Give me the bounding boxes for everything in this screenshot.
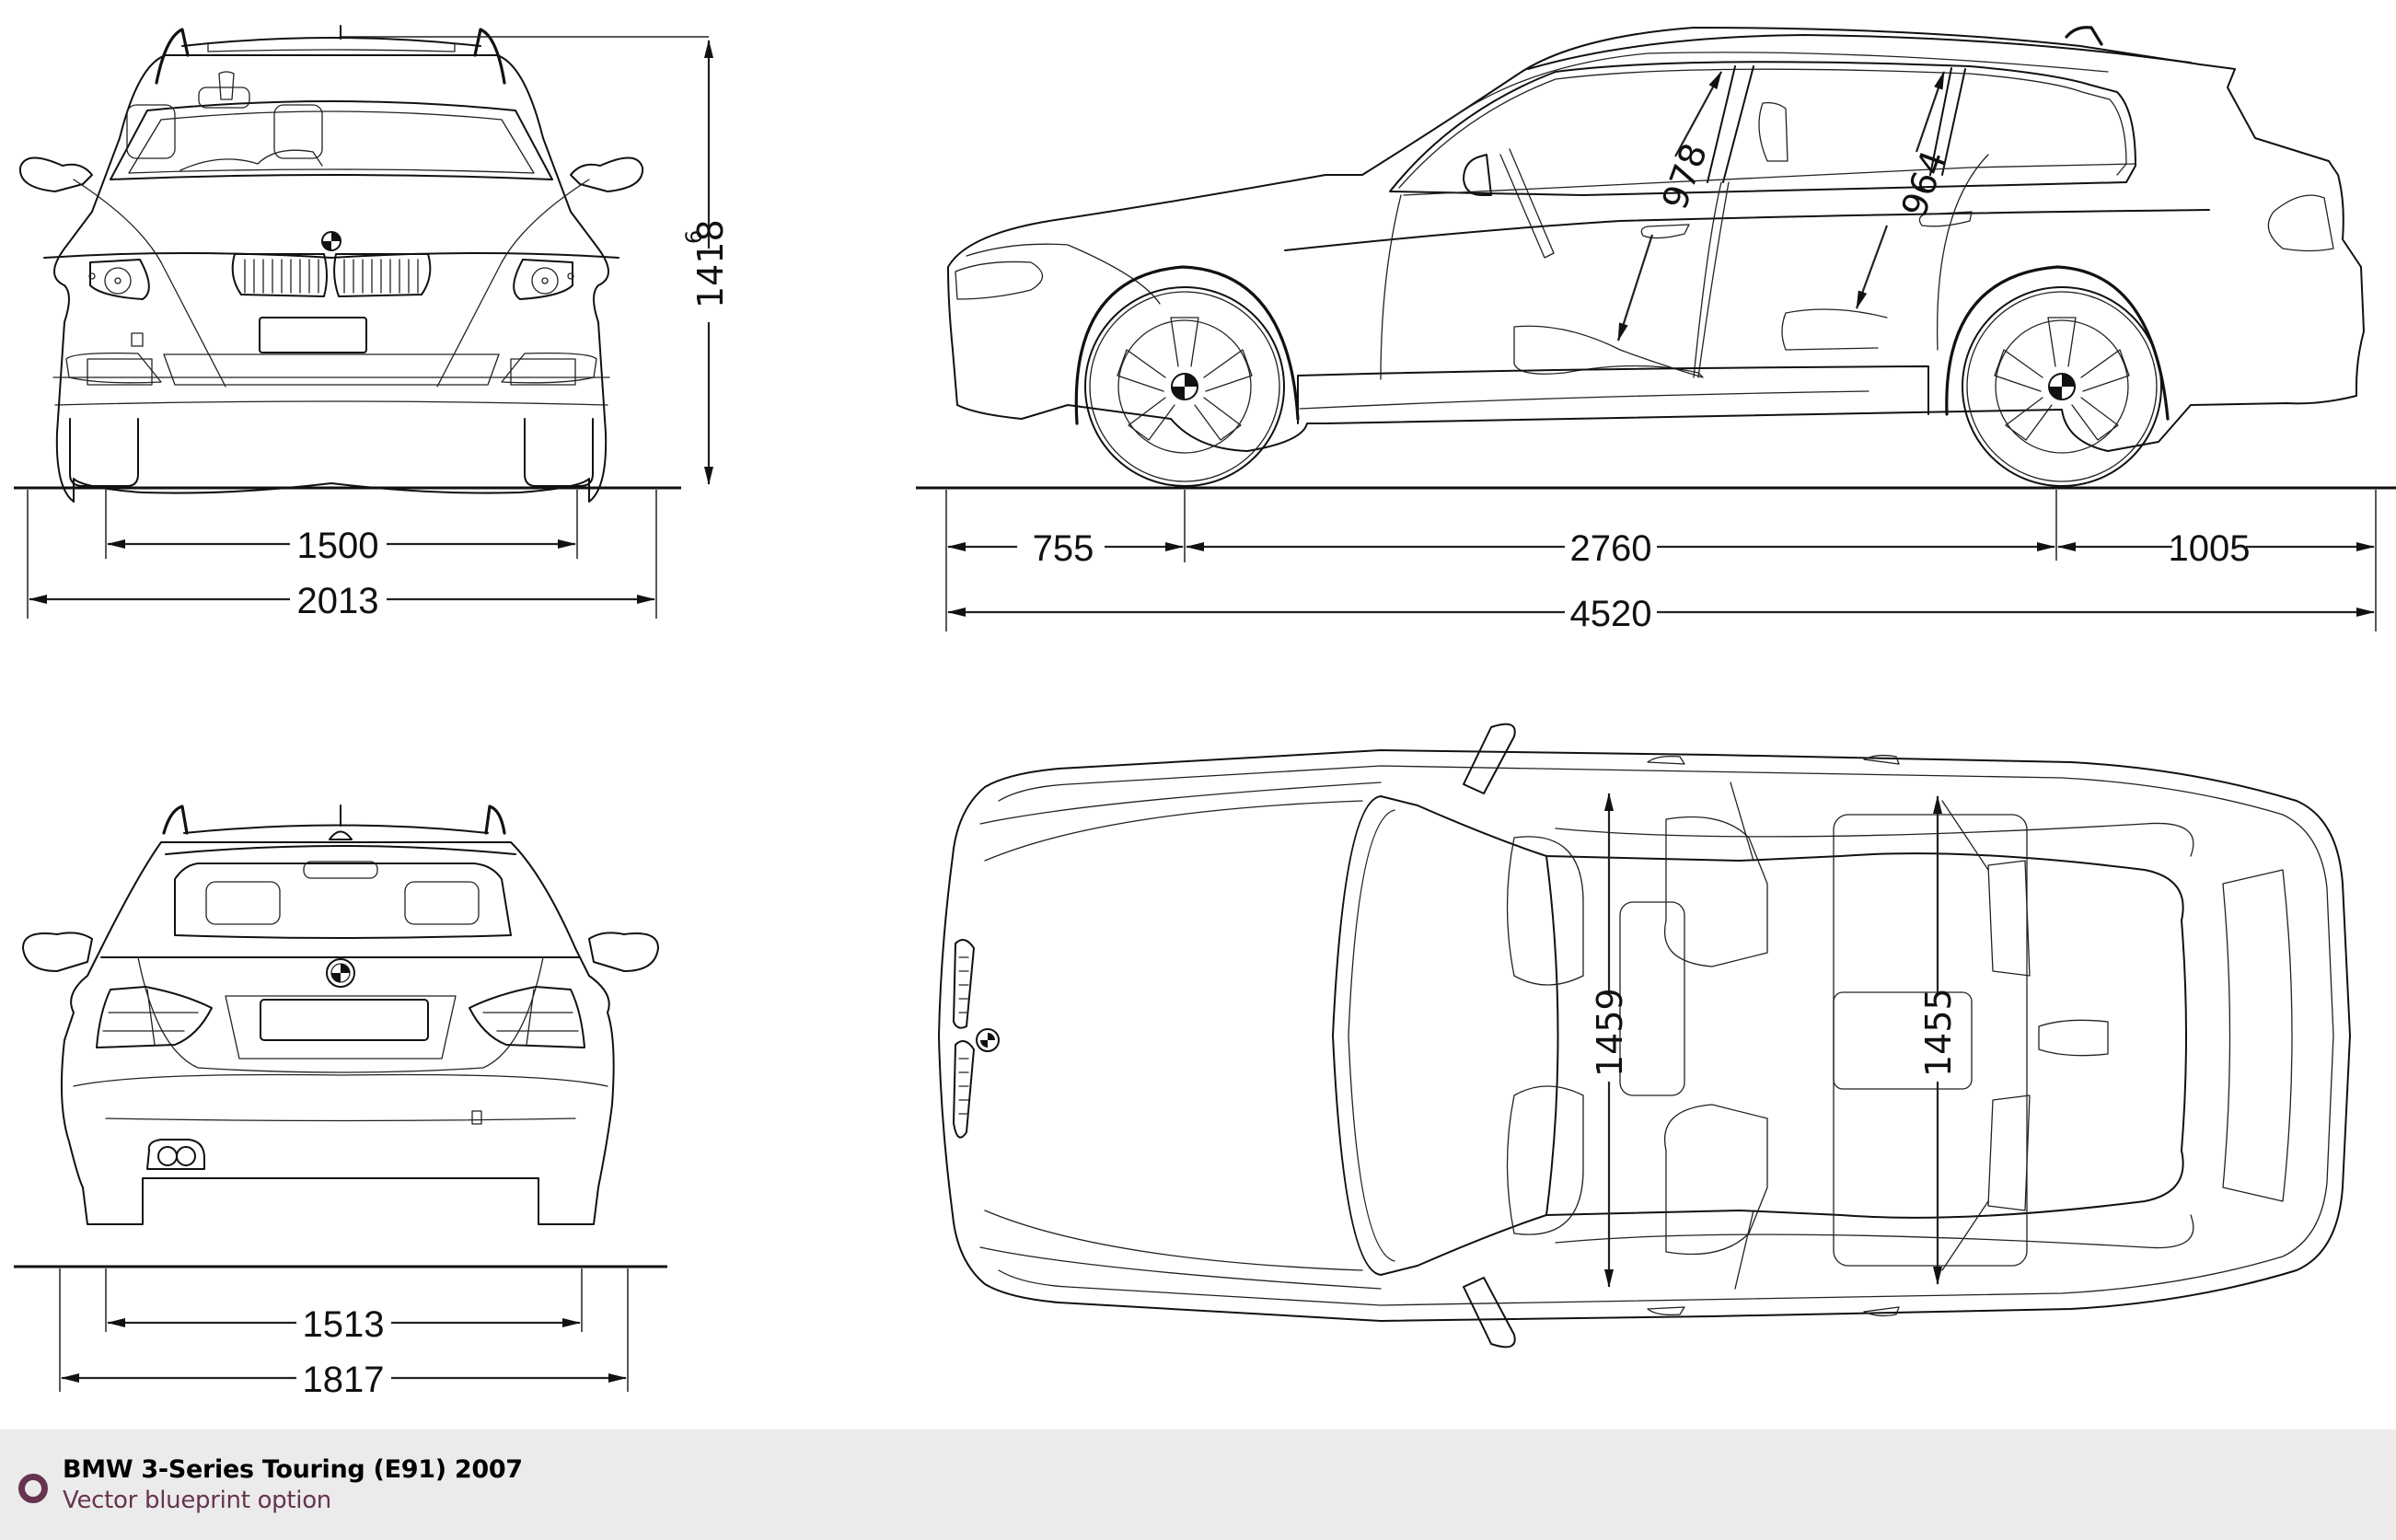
side-view: 978 964 [916,26,2396,634]
headlight-right [513,259,573,300]
dim-front-width: 2013 [297,581,379,621]
dim-rear-width: 1817 [303,1360,385,1400]
kidney-grille [231,253,432,297]
side-mirror [1463,154,1492,196]
mirror-right [570,156,644,192]
taillight-right [469,986,585,1048]
dim-rear-shoulder: 1455 [1918,988,1959,1077]
dim-wheelbase: 2760 [1570,528,1652,569]
mirror-right-rear [588,932,659,972]
headlight-left [89,259,150,300]
bmw-logo-top [976,1028,1000,1052]
tyre-right [524,418,594,487]
side-headlight [955,261,1044,300]
caption-bar: BMW 3-Series Touring (E91) 2007 Vector b… [0,1430,2396,1540]
front-view: 1418 6 1500 2013 [14,25,731,621]
dim-rear-track: 1513 [303,1304,385,1345]
exhaust-tip-right [176,1146,196,1166]
dim-rear-overhang: 1005 [2169,528,2251,569]
rear-view: 1513 1817 [14,805,667,1400]
bmw-logo-rear [326,958,355,988]
roof-rail-right [473,28,506,85]
taillight-left [96,986,213,1048]
blueprint-title: BMW 3-Series Touring (E91) 2007 [63,1455,523,1484]
rear-wheel [1945,265,2170,487]
top-view: 1459 1455 [938,723,2351,1349]
side-taillight [2267,194,2334,252]
tyre-left [69,418,139,487]
blueprint-subtitle: Vector blueprint option [63,1487,331,1514]
mirror-left [18,156,93,192]
dim-front-shoulder: 1459 [1590,988,1630,1077]
top-mirror-left [1463,723,1516,794]
mirror-left-rear [22,932,93,972]
roof-rail-left [155,28,190,85]
front-wheel [1074,265,1300,487]
dim-rear-headroom: 964 [1893,145,1954,222]
dim-front-track: 1500 [297,526,379,566]
dim-height-superscript: 6 [681,230,707,244]
exhaust-tip-left [157,1146,178,1166]
blueprint-sheet: 1418 6 1500 2013 [14,25,2396,1400]
dim-front-headroom: 978 [1654,138,1715,214]
dim-front-overhang: 755 [1033,528,1094,569]
ring-icon [18,1474,48,1503]
bmw-logo [321,231,341,251]
front-plate [259,317,367,353]
dim-height: 1418 [690,219,731,308]
rear-plate [260,999,429,1041]
dim-length: 4520 [1570,594,1652,634]
top-mirror-right [1463,1277,1516,1349]
